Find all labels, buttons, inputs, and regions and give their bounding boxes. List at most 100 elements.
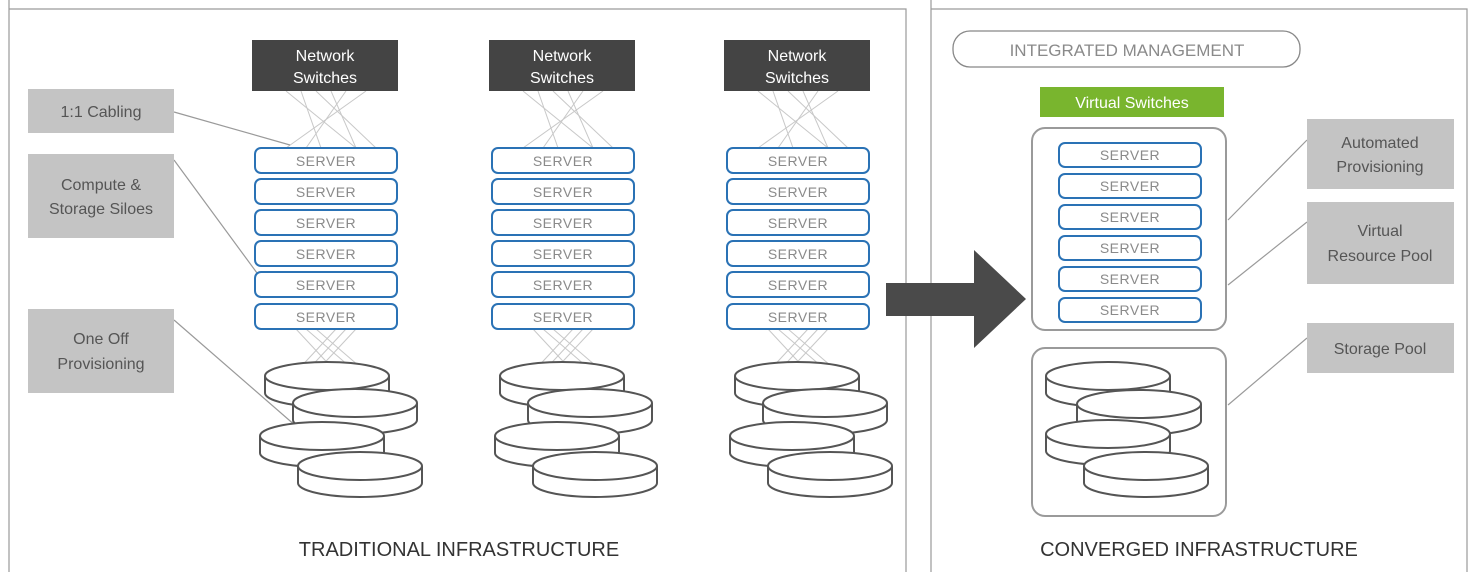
callout-text: Provisioning [57,356,144,373]
server-label: SERVER [1100,240,1160,256]
server-stacks: SERVER SERVER SERVER SERVER SERVER SERVER SERV… [254,147,870,330]
cable-line [537,90,559,149]
cable-line [285,90,357,149]
virtual-server-pool [1031,127,1227,331]
callout-1-1-cabling: 1:1 Cabling [28,89,174,133]
callout-text: Provisioning [1336,159,1423,176]
server-label: SERVER [296,246,356,262]
server-label: SERVER [768,215,828,231]
server-label: SERVER [1100,271,1160,287]
cable-line [567,90,594,149]
server-box: SERVER [491,240,635,267]
storage-disks [259,361,1209,498]
network-switches-2: Network Switches [489,40,635,91]
callout-automated-provisioning: Automated Provisioning [1307,119,1454,189]
server-box: SERVER [1058,235,1202,261]
server-label: SERVER [768,309,828,325]
switch-label-line2: Switches [293,70,357,87]
cable-line [522,90,594,149]
server-label: SERVER [533,184,593,200]
cable-line [802,90,829,149]
integrated-management-pill: INTEGRATED MANAGEMENT [952,30,1301,68]
server-box: SERVER [254,209,398,236]
server-label: SERVER [296,277,356,293]
cable-line [330,90,357,149]
virtual-switches-label: Virtual Switches [1075,95,1189,112]
traditional-panel-frame [8,0,907,572]
switch-label-line2: Switches [530,70,594,87]
callout-storage-pool: Storage Pool [1307,323,1454,373]
transition-arrow [886,250,1026,348]
cable-line [315,90,377,149]
server-label: SERVER [533,153,593,169]
virtual-switches: Virtual Switches [1040,87,1224,117]
cable-line [522,90,604,149]
server-box: SERVER [254,240,398,267]
callout-leader-line [1227,221,1308,286]
switch-label-line2: Switches [765,70,829,87]
server-box: SERVER [254,178,398,205]
server-box: SERVER [1058,173,1202,199]
callout-virtual-resource-pool: Virtual Resource Pool [1307,202,1454,284]
cable-line [300,90,322,149]
server-box: SERVER [491,303,635,330]
server-box: SERVER [726,147,870,174]
callout-one-off-provisioning: One Off Provisioning [28,309,174,393]
server-box: SERVER [254,271,398,298]
server-box: SERVER [1058,204,1202,230]
callout-compute-storage-siloes: Compute & Storage Siloes [28,154,174,238]
server-label: SERVER [1100,178,1160,194]
callout-leader-line [1227,139,1308,221]
server-label: SERVER [768,153,828,169]
switch-label-line1: Network [768,48,828,65]
callout-text: Automated [1341,135,1418,152]
server-box: SERVER [1058,297,1202,323]
server-box: SERVER [726,271,870,298]
server-label: SERVER [533,309,593,325]
server-label: SERVER [533,277,593,293]
integrated-management-label: INTEGRATED MANAGEMENT [1010,41,1245,60]
cable-line [757,90,839,149]
callout-text: Compute & [61,177,141,194]
disk [297,451,423,498]
server-label: SERVER [296,309,356,325]
server-box: SERVER [491,209,635,236]
cable-line [552,90,614,149]
cable-line [757,90,829,149]
callout-text: 1:1 Cabling [61,104,142,121]
server-label: SERVER [296,215,356,231]
traditional-infrastructure-title: TRADITIONAL INFRASTRUCTURE [299,539,619,561]
cable-line [787,90,849,149]
server-box: SERVER [726,303,870,330]
network-switches-1: Network Switches [252,40,398,91]
server-label: SERVER [768,246,828,262]
server-label: SERVER [1100,209,1160,225]
callout-leader-line [1227,337,1308,406]
server-box: SERVER [491,147,635,174]
server-label: SERVER [1100,147,1160,163]
callout-text: Resource Pool [1328,248,1433,265]
server-label: SERVER [533,246,593,262]
disk [767,451,893,498]
server-box: SERVER [254,147,398,174]
server-box: SERVER [254,303,398,330]
cable-line [772,90,794,149]
server-label: SERVER [296,184,356,200]
server-box: SERVER [1058,266,1202,292]
converged-server-stack: SERVER SERVER SERVER SERVER SERVER SERVER [1058,142,1202,323]
storage-pool-container [1031,347,1227,517]
server-box: SERVER [491,178,635,205]
callout-text: Virtual [1357,223,1402,240]
server-label: SERVER [296,153,356,169]
switch-label-line1: Network [296,48,356,65]
server-label: SERVER [533,215,593,231]
callout-text: One Off [73,331,129,348]
cable-line [285,90,367,149]
disk [532,451,658,498]
server-box: SERVER [491,271,635,298]
network-switches-3: Network Switches [724,40,870,91]
server-box: SERVER [726,240,870,267]
switch-label-line1: Network [533,48,593,65]
disk [1083,451,1209,498]
